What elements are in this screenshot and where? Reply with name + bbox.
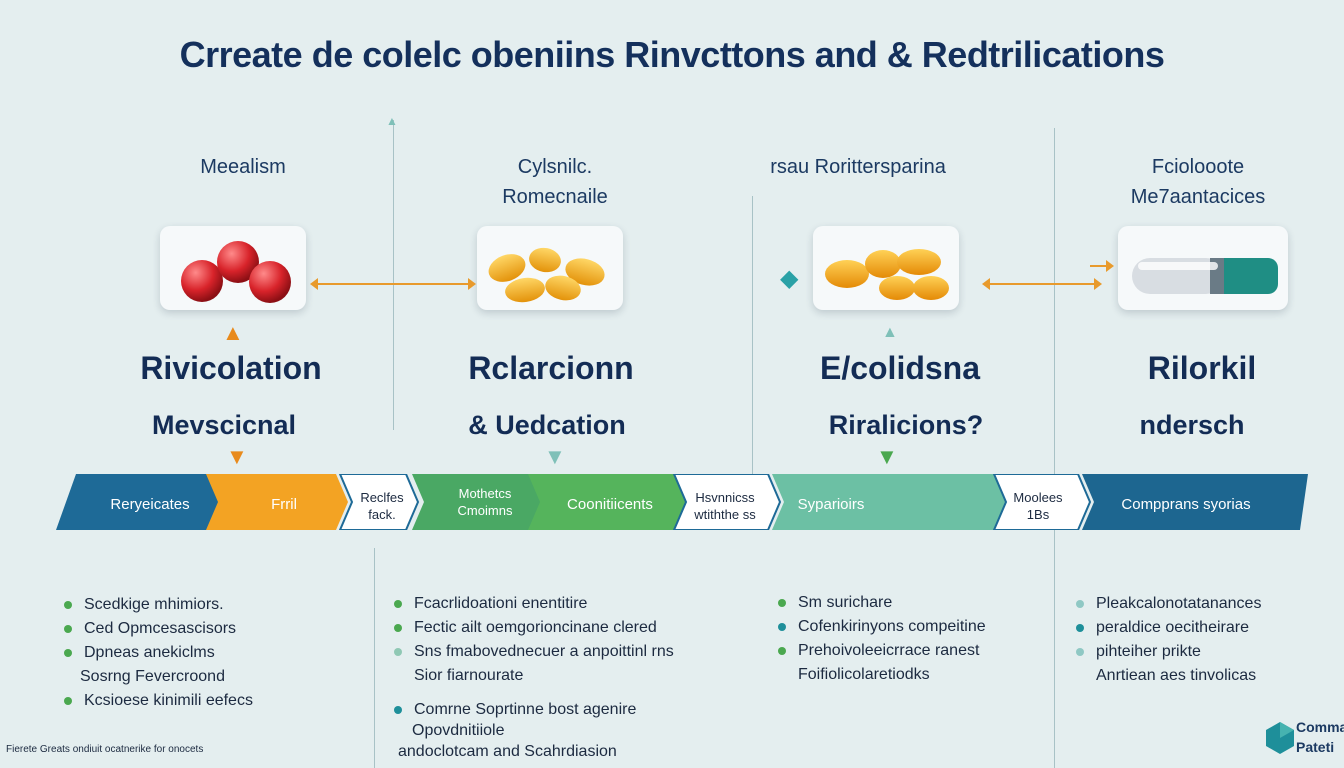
list-item-continuation: Sior fiarnourate bbox=[414, 667, 524, 684]
bullet-list: Fcacrlidoationi enentitire Fectic ailt o… bbox=[392, 592, 674, 764]
bullet-dot-icon bbox=[64, 601, 72, 609]
column-heading: Cylsnilc. Romecnaile bbox=[502, 156, 608, 208]
up-arrow-icon: ▲ bbox=[882, 324, 898, 341]
bullet-dot-icon bbox=[394, 600, 402, 608]
bullet-dot-icon bbox=[394, 648, 402, 656]
divider-line bbox=[1054, 128, 1055, 768]
bullet-dot-icon bbox=[778, 647, 786, 655]
band-segment bbox=[412, 474, 548, 530]
list-item: Pleakcalonotatanances bbox=[1074, 592, 1261, 616]
bullet-list: Sm surichare Cofenkirinyons compeitine P… bbox=[776, 591, 986, 687]
column-heading: Meealism bbox=[200, 156, 286, 178]
column-main-label: Rilorkil bbox=[1147, 350, 1257, 386]
column-sub-label: ndersch bbox=[1139, 410, 1245, 440]
capsule-icon bbox=[1132, 258, 1278, 294]
list-item: Sm surichare bbox=[776, 591, 986, 615]
divider-line bbox=[752, 196, 753, 476]
leaf-icon: ◆ bbox=[780, 265, 799, 292]
band-label: Compprans syorias bbox=[1121, 496, 1251, 513]
down-arrow-icon: ▼ bbox=[226, 444, 248, 469]
bullet-dot-icon bbox=[394, 706, 402, 714]
pill-card-yellow bbox=[477, 226, 623, 310]
list-item: Sns fmabovednecuer a anpoittinl rns bbox=[392, 640, 674, 664]
column-sub-label: & Uedcation bbox=[468, 410, 626, 440]
band-segment bbox=[528, 474, 688, 530]
bullet-dot-icon bbox=[1076, 624, 1084, 632]
list-item: Fcacrlidoationi enentitire bbox=[392, 592, 674, 616]
band-label: Frril bbox=[271, 496, 297, 513]
bullet-list: Scedkige mhimiors. Ced Opmcesascisors Dp… bbox=[62, 593, 253, 713]
divider-line bbox=[374, 548, 375, 768]
column-heading: Fciolooote Me7aantacices bbox=[1130, 156, 1266, 208]
list-item: Kcsioese kinimili eefecs bbox=[62, 689, 253, 713]
bullet-dot-icon bbox=[1076, 648, 1084, 656]
list-item-continuation: Sosrng Fevercroond bbox=[80, 668, 225, 685]
bullet-dot-icon bbox=[64, 697, 72, 705]
gel-capsules-icon bbox=[488, 247, 605, 303]
list-item-continuation: Opovdnitiiole bbox=[412, 722, 505, 739]
list-item: Dpneas anekiclms bbox=[62, 641, 253, 665]
softgel-capsules-icon bbox=[825, 249, 949, 300]
column-sub-label: Riralicions? bbox=[828, 410, 984, 440]
footnote: Fierete Greats ondiuit ocatnerike for on… bbox=[6, 744, 204, 755]
column-main-label: E/colidsna bbox=[819, 350, 981, 386]
process-band bbox=[56, 474, 1308, 530]
connector-arrow bbox=[982, 278, 1102, 290]
list-item: Scedkige mhimiors. bbox=[62, 593, 253, 617]
logo-icon bbox=[1266, 722, 1294, 754]
up-arrow-icon: ▲ bbox=[222, 320, 244, 345]
band-segment bbox=[338, 474, 420, 530]
page-title: Crreate de colelc obeniins Rinvcttons an… bbox=[179, 34, 1165, 75]
band-segment bbox=[206, 474, 348, 530]
bullet-dot-icon bbox=[778, 599, 786, 607]
band-label: Reryeicates bbox=[110, 496, 190, 513]
column-main-label: Rclarcionn bbox=[468, 350, 634, 386]
connector-arrow bbox=[310, 278, 476, 290]
down-arrow-icon: ▼ bbox=[544, 444, 566, 469]
bullet-dot-icon bbox=[64, 649, 72, 657]
pill-card-orange bbox=[813, 226, 959, 310]
column-sub-label: Mevscicnal bbox=[151, 410, 297, 440]
column-main-label: Rivicolation bbox=[140, 350, 322, 386]
list-item: Comrne Soprtinne bost agenire bbox=[392, 698, 674, 722]
bullet-dot-icon bbox=[64, 625, 72, 633]
divider-line bbox=[1054, 540, 1055, 768]
list-item-continuation: Anrtiean aes tinvolicas bbox=[1096, 667, 1257, 684]
band-segment bbox=[672, 474, 782, 530]
bullet-dot-icon bbox=[778, 623, 786, 631]
band-segment bbox=[772, 474, 1008, 530]
pill-card-red bbox=[160, 226, 306, 310]
band-label: Reclfes fack. bbox=[360, 490, 404, 522]
band-segment bbox=[992, 474, 1092, 530]
red-pills-icon bbox=[181, 241, 291, 303]
down-arrow-icon: ▼ bbox=[876, 444, 898, 469]
list-item: pihteiher prikte bbox=[1074, 640, 1261, 664]
list-item: Fectic ailt oemgorioncinane clered bbox=[392, 616, 674, 640]
connector-arrow bbox=[1090, 260, 1114, 272]
pill-card-capsule bbox=[1118, 226, 1288, 310]
bullet-dot-icon bbox=[394, 624, 402, 632]
band-label: Syparioirs bbox=[797, 496, 865, 513]
band-segment bbox=[1082, 474, 1308, 530]
up-arrow-icon: ▲ bbox=[386, 114, 398, 128]
column-heading: rsau Rorittersparina bbox=[770, 156, 946, 178]
list-item-continuation: Foifiolicolaretiodks bbox=[798, 666, 930, 683]
band-label: Coonitiicents bbox=[567, 496, 653, 513]
list-item: peraldice oecitheirare bbox=[1074, 616, 1261, 640]
logo-text-line: Comma bbox=[1296, 719, 1344, 735]
band-label: Hsvnnicss wtiththe ss bbox=[694, 490, 756, 522]
band-label: Moolees 1Bs bbox=[1013, 490, 1063, 522]
divider-line bbox=[393, 120, 394, 430]
bullet-dot-icon bbox=[1076, 600, 1084, 608]
bullet-list: Pleakcalonotatanances peraldice oecithei… bbox=[1074, 592, 1261, 688]
band-segment bbox=[56, 474, 228, 530]
list-item: Ced Opmcesascisors bbox=[62, 617, 253, 641]
band-label: Mothetcs Cmoimns bbox=[457, 486, 513, 518]
logo-text-line: Pateti bbox=[1296, 739, 1335, 755]
list-item: Prehoivoleeicrrace ranest bbox=[776, 639, 986, 663]
list-item-continuation: andoclotcam and Scahrdiasion bbox=[398, 743, 617, 760]
list-item: Cofenkirinyons compeitine bbox=[776, 615, 986, 639]
